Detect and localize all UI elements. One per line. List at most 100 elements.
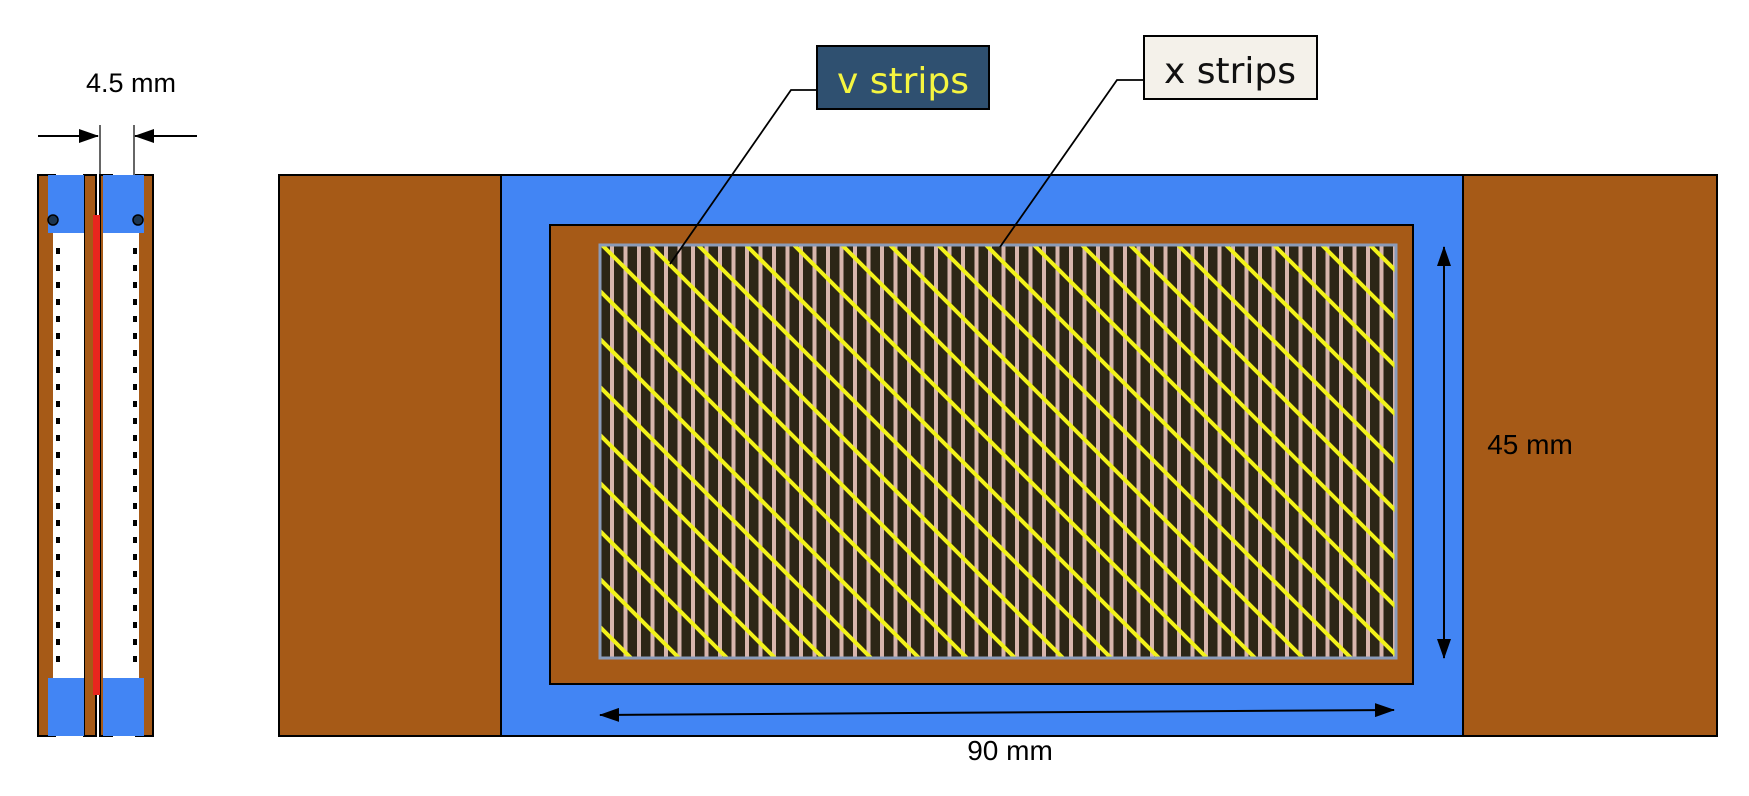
spacer-dot bbox=[133, 588, 137, 594]
spacer-dot bbox=[56, 605, 60, 611]
v-strip bbox=[648, 245, 1066, 658]
x-strip bbox=[1339, 245, 1343, 658]
spacer-dot bbox=[133, 656, 137, 662]
x-strip bbox=[880, 245, 884, 658]
spacer-dot bbox=[133, 401, 137, 407]
v-strip bbox=[744, 245, 1162, 658]
x-strip bbox=[691, 245, 695, 658]
active-area bbox=[598, 243, 1398, 660]
v-strip bbox=[840, 245, 1258, 658]
x-strip bbox=[839, 245, 844, 658]
v-strip bbox=[600, 245, 1018, 658]
callout-v-label: v strips bbox=[837, 61, 969, 102]
x-strip bbox=[1055, 245, 1060, 658]
x-strip bbox=[1015, 245, 1019, 658]
x-strip bbox=[988, 245, 992, 658]
v-strip bbox=[600, 288, 970, 658]
callout-v-box bbox=[816, 45, 990, 110]
spacer-dot bbox=[56, 350, 60, 356]
spacer-dot bbox=[133, 384, 137, 390]
x-strip bbox=[1001, 245, 1006, 658]
x-strip bbox=[799, 245, 803, 658]
spacer-dot bbox=[56, 316, 60, 322]
spacer-dot bbox=[56, 384, 60, 390]
wire-left bbox=[47, 214, 59, 226]
side-bottom-frame-left bbox=[48, 678, 84, 736]
v-strip bbox=[888, 245, 1306, 658]
x-strip bbox=[961, 245, 965, 658]
x-strip bbox=[1325, 245, 1330, 658]
spacer-dot bbox=[133, 571, 137, 577]
width-label: 90 mm bbox=[967, 735, 1053, 766]
spacer-dot bbox=[133, 367, 137, 373]
x-strip bbox=[1123, 245, 1127, 658]
x-strip bbox=[718, 245, 722, 658]
x-strip bbox=[1177, 245, 1181, 658]
x-strip bbox=[1109, 245, 1114, 658]
spacer-dot bbox=[133, 503, 137, 509]
x-strip bbox=[1366, 245, 1370, 658]
spacer-dot bbox=[133, 299, 137, 305]
spacer-dot bbox=[56, 503, 60, 509]
spacer-dot bbox=[133, 248, 137, 254]
callout-v-strips: v strips bbox=[669, 45, 990, 265]
spacer-dot bbox=[56, 418, 60, 424]
v-strips-group bbox=[600, 245, 1396, 658]
x-strip bbox=[934, 245, 938, 658]
x-strip bbox=[1231, 245, 1235, 658]
x-strip bbox=[826, 245, 830, 658]
x-strip bbox=[1163, 245, 1168, 658]
spacer-dot bbox=[133, 452, 137, 458]
spacer-dot bbox=[56, 248, 60, 254]
spacer-dot bbox=[133, 350, 137, 356]
v-strip bbox=[984, 245, 1396, 658]
spacer-dot bbox=[56, 469, 60, 475]
spacer-dot bbox=[56, 265, 60, 271]
x-strip bbox=[974, 245, 979, 658]
side-readout-layer bbox=[93, 215, 100, 695]
side-width-label: 4.5 mm bbox=[86, 68, 176, 98]
v-strip bbox=[600, 336, 922, 658]
x-strip bbox=[1312, 245, 1316, 658]
spacer-dot bbox=[56, 333, 60, 339]
x-strip bbox=[785, 245, 790, 658]
x-strip bbox=[637, 245, 641, 658]
spacer-dot bbox=[133, 333, 137, 339]
v-strip bbox=[600, 528, 730, 658]
v-strip bbox=[792, 245, 1210, 658]
x-strip bbox=[1136, 245, 1141, 658]
side-view: 4.5 mm bbox=[37, 68, 197, 737]
spacer-dot bbox=[56, 537, 60, 543]
height-label: 45 mm bbox=[1487, 429, 1573, 460]
spacer-dot bbox=[56, 656, 60, 662]
spacer-dot bbox=[56, 452, 60, 458]
x-strip bbox=[1204, 245, 1208, 658]
x-strip bbox=[731, 245, 736, 658]
x-strip bbox=[610, 245, 614, 658]
v-strip bbox=[1272, 245, 1396, 370]
spacer-dot bbox=[133, 622, 137, 628]
v-strip bbox=[600, 384, 874, 658]
spacer-dot bbox=[56, 367, 60, 373]
v-strip bbox=[1224, 245, 1396, 418]
spacer-dot bbox=[133, 435, 137, 441]
x-strip bbox=[1379, 245, 1384, 658]
x-strip bbox=[704, 245, 709, 658]
v-strip bbox=[1176, 245, 1396, 466]
spacer-dot bbox=[56, 282, 60, 288]
spacer-dot bbox=[133, 282, 137, 288]
v-strip bbox=[1032, 245, 1396, 610]
callout-v-leader bbox=[669, 89, 818, 265]
spacer-dots-left bbox=[56, 248, 60, 662]
spacer-dot bbox=[56, 299, 60, 305]
v-strip bbox=[1128, 245, 1396, 514]
x-strip bbox=[623, 245, 628, 658]
v-strip bbox=[600, 432, 826, 658]
x-strip bbox=[1298, 245, 1303, 658]
v-strip bbox=[696, 245, 1114, 658]
spacer-dot bbox=[56, 622, 60, 628]
spacer-dot bbox=[133, 486, 137, 492]
v-strip bbox=[600, 576, 682, 658]
x-strip bbox=[745, 245, 749, 658]
spacer-dot bbox=[133, 605, 137, 611]
